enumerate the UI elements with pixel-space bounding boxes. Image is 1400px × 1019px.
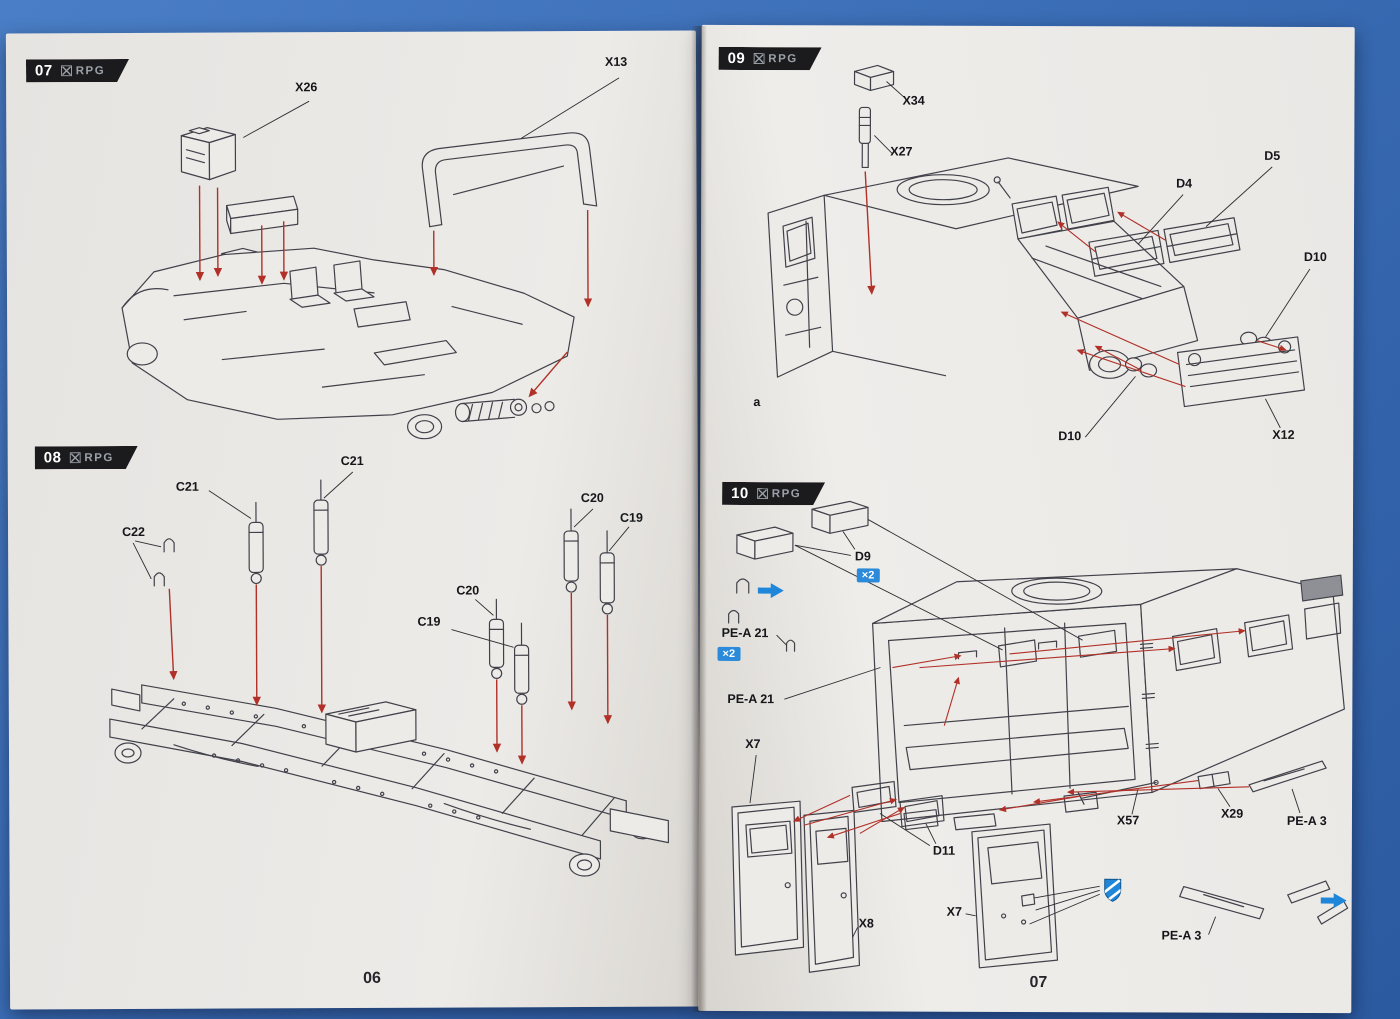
part-label-pe-a21: PE-A 21: [727, 691, 775, 707]
callout-leader-lines: [749, 519, 1301, 938]
decal-shield-icon: [1104, 878, 1122, 902]
step-07-header: 07 RPG: [26, 59, 129, 82]
book-spine-shadow: [691, 26, 707, 1012]
assembly-arrows: [195, 185, 593, 398]
part-label-c20: C20: [456, 583, 480, 598]
manual-page-06: 07 RPG: [5, 30, 701, 1010]
part-label-c21: C21: [340, 453, 364, 469]
part-label-x12: X12: [1272, 427, 1295, 442]
part-label-d10: D10: [1058, 429, 1082, 444]
part-label-pe-a3: PE-A 3: [1161, 928, 1202, 943]
part-label-c20: C20: [580, 490, 604, 506]
page-number: 07: [1029, 974, 1048, 992]
part-label-x13: X13: [604, 54, 628, 69]
periscope-part-x27: [858, 106, 872, 169]
part-label-x7: X7: [745, 737, 761, 752]
step-08-diagram: [109, 471, 670, 877]
step-number: 07: [35, 62, 53, 80]
blue-direction-arrow: [1320, 893, 1347, 909]
roll-bar-part: [421, 132, 598, 228]
part-label-d11: D11: [932, 843, 956, 858]
clevis-hook-parts: [153, 538, 175, 587]
shock-absorber-parts: [248, 479, 615, 705]
winch-part: [454, 398, 555, 423]
page-number: 06: [363, 969, 381, 987]
part-label-c19: C19: [619, 510, 643, 525]
mount-panel-part: [226, 195, 299, 235]
pe-hook-parts: [728, 578, 890, 671]
window-frame-parts-d4-d5: [1088, 217, 1241, 277]
grille-part-x12: [1176, 336, 1306, 408]
part-label-c22: C22: [122, 524, 146, 540]
part-label-x29: X29: [1220, 806, 1244, 821]
step-09-diagram: [767, 64, 1311, 438]
callout-leader-lines: [132, 471, 630, 648]
step-10-header: 10 RPG: [722, 482, 825, 505]
rpg-logo-text: RPG: [771, 487, 802, 500]
rpg-logo-text: RPG: [75, 64, 106, 77]
assembly-arrows: [168, 566, 613, 765]
armored-body-drawing: [767, 157, 1199, 379]
part-label-c19: C19: [417, 614, 441, 629]
part-label-c21: C21: [175, 479, 199, 494]
rpg-logo-icon: [61, 65, 72, 76]
part-label-d4: D4: [1176, 176, 1193, 191]
rpg-logo-icon: [69, 452, 80, 463]
rpg-logo-icon: [753, 53, 764, 64]
variant-note-a: a: [753, 395, 761, 410]
part-label-d9: D9: [854, 549, 871, 564]
assembly-arrows: [792, 628, 1250, 839]
step-08-header: 08 RPG: [35, 446, 138, 469]
ladder-frame-drawing: [109, 684, 670, 877]
part-label-x7: X7: [946, 904, 962, 919]
qty-badge: ×2: [717, 646, 741, 662]
door-part-x8: [803, 809, 861, 973]
part-label-x8: X8: [858, 916, 874, 931]
rpg-logo-text: RPG: [768, 52, 798, 65]
blue-direction-arrow: [757, 583, 784, 599]
part-label-x57: X57: [1116, 813, 1140, 828]
step-number: 10: [731, 484, 749, 503]
door-part-x7-mid: [971, 823, 1059, 969]
door-part-x7-left: [731, 800, 805, 956]
rpg-logo: RPG: [69, 452, 113, 464]
rpg-logo: RPG: [757, 488, 801, 500]
chassis-tub-drawing: [121, 247, 575, 440]
step-07-diagram: [121, 77, 620, 440]
step-number: 09: [727, 49, 746, 68]
cover-parts-d9: [736, 500, 869, 560]
callout-leader-lines: [243, 77, 620, 139]
step-09-header: 09 RPG: [719, 47, 822, 70]
strap-parts-pe-a3: [1179, 760, 1349, 925]
callout-leader-lines: [874, 81, 1311, 438]
part-label-d5: D5: [1264, 148, 1281, 163]
step-number: 08: [43, 449, 62, 467]
rpg-logo-text: RPG: [84, 451, 114, 464]
rear-body-drawing: [872, 568, 1345, 831]
rpg-logo: RPG: [753, 53, 797, 65]
rpg-logo: RPG: [61, 65, 105, 77]
step-10-diagram: [728, 500, 1349, 973]
part-label-x26: X26: [295, 80, 318, 95]
assembly-arrows: [864, 171, 1287, 388]
part-label-x34: X34: [902, 93, 925, 108]
bracket-part-x29: [1197, 771, 1231, 790]
qty-badge: ×2: [856, 568, 880, 583]
part-label-pe-a3: PE-A 3: [1286, 813, 1327, 829]
radio-box-part: [180, 127, 237, 181]
cap-part-x34: [853, 64, 895, 92]
manual-page-07: 09 RPG: [698, 24, 1355, 1014]
rpg-logo-icon: [757, 488, 768, 499]
part-label-x27: X27: [890, 144, 913, 159]
part-label-pe-a21: PE-A 21: [721, 625, 769, 641]
part-label-d10: D10: [1303, 249, 1327, 265]
window-frame-parts-d11: [851, 780, 945, 828]
